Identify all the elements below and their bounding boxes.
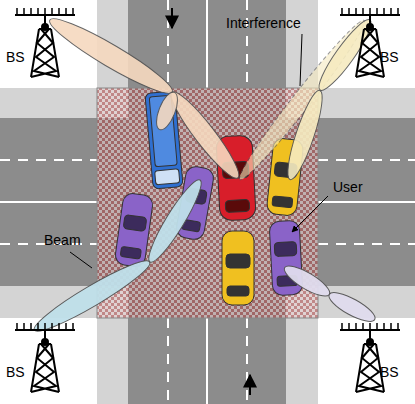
beam-label: Beam [44, 233, 81, 248]
base-station-label: BS [380, 50, 399, 65]
base-station-label: BS [380, 365, 399, 380]
user-label: User [333, 180, 363, 195]
base-station-label: BS [6, 365, 25, 380]
interference-label: Interference [226, 16, 301, 31]
base-station-label: BS [6, 50, 25, 65]
